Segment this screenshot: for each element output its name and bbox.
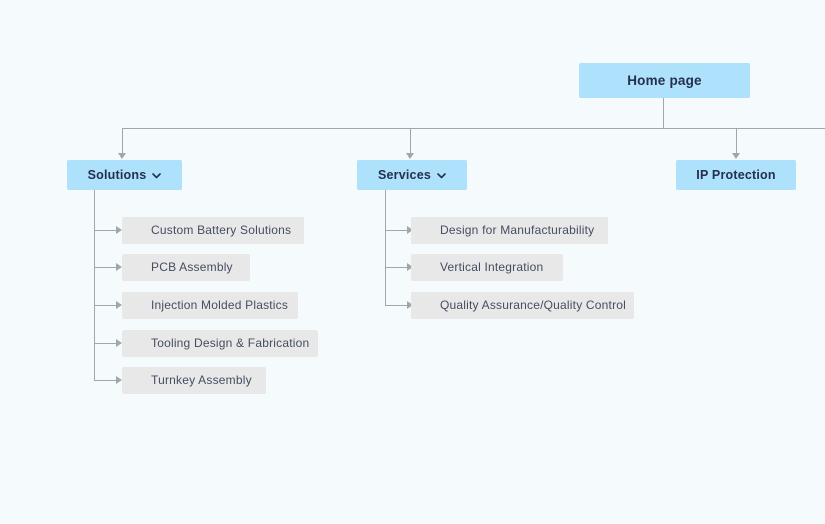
connector-solutions-trunk [94, 190, 95, 381]
arrow-right-icon [116, 263, 122, 271]
node-ip-protection[interactable]: IP Protection [676, 160, 796, 190]
node-turnkey-assembly[interactable]: Turnkey Assembly [122, 367, 266, 394]
arrow-right-icon [116, 301, 122, 309]
node-label: Solutions [87, 168, 147, 182]
node-label: IP Protection [696, 168, 776, 182]
node-vertical-integration[interactable]: Vertical Integration [411, 254, 563, 281]
arrow-right-icon [407, 263, 413, 271]
arrow-right-icon [116, 339, 122, 347]
connector-home-stem [663, 98, 664, 128]
connector-branch-bus [122, 128, 825, 129]
connector-drop-services [410, 128, 411, 153]
connector-services-trunk [385, 190, 386, 306]
arrow-down-icon [118, 153, 126, 159]
connector-child-link [94, 380, 116, 381]
connector-child-link [94, 230, 116, 231]
node-pcb-assembly[interactable]: PCB Assembly [122, 254, 250, 281]
node-tooling-design-fabrication[interactable]: Tooling Design & Fabrication [122, 330, 318, 357]
node-injection-molded-plastics[interactable]: Injection Molded Plastics [122, 292, 298, 319]
arrow-right-icon [116, 226, 122, 234]
connector-drop-ip-protection [736, 128, 737, 153]
chevron-down-icon[interactable] [152, 172, 162, 179]
node-home-page[interactable]: Home page [579, 63, 750, 98]
arrow-right-icon [407, 226, 413, 234]
arrow-down-icon [406, 153, 414, 159]
connector-child-link [94, 305, 116, 306]
node-services[interactable]: Services [357, 160, 467, 190]
connector-child-link [385, 267, 407, 268]
connector-child-link [94, 343, 116, 344]
connector-child-link [385, 305, 407, 306]
node-design-for-manufacturability[interactable]: Design for Manufacturability [411, 217, 608, 244]
connector-child-link [94, 267, 116, 268]
arrow-right-icon [407, 301, 413, 309]
arrow-down-icon [732, 153, 740, 159]
node-label: Home page [627, 73, 702, 88]
arrow-right-icon [116, 376, 122, 384]
connector-drop-solutions [122, 128, 123, 153]
node-label: Services [377, 168, 432, 182]
connector-child-link [385, 230, 407, 231]
chevron-down-icon[interactable] [437, 172, 446, 179]
node-quality-assurance-quality-control[interactable]: Quality Assurance/Quality Control [411, 292, 634, 319]
node-custom-battery-solutions[interactable]: Custom Battery Solutions [122, 217, 304, 244]
node-solutions[interactable]: Solutions [67, 160, 182, 190]
